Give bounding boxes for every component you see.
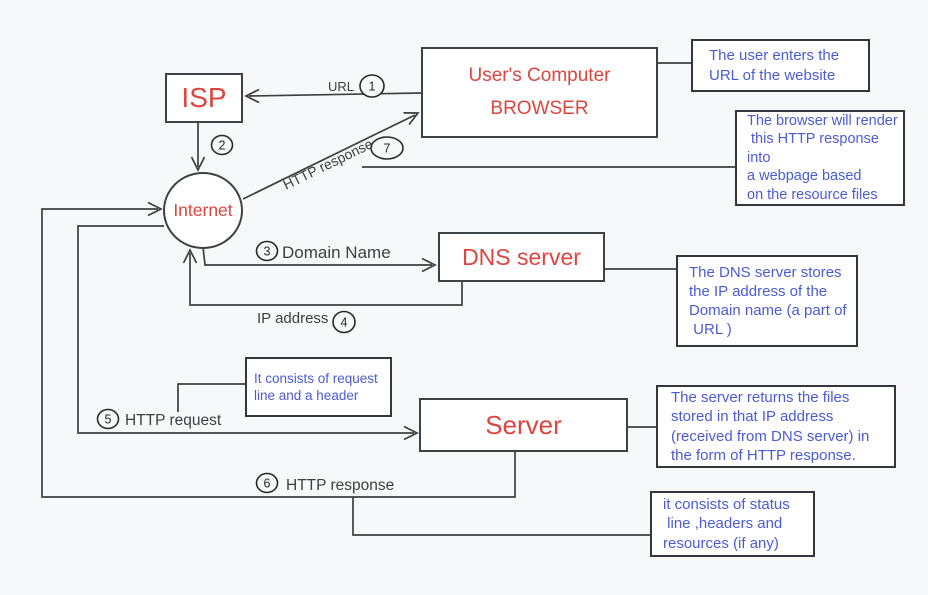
node-server: Server: [419, 398, 628, 452]
step-number: 4: [341, 316, 348, 330]
note-response-parts: it consists of status line ,headers and …: [650, 491, 815, 557]
note-text: The DNS server stores the IP address of …: [689, 263, 847, 339]
note-user-enters-url: The user enters the URL of the website: [691, 39, 870, 92]
step-badge-3: 3: [255, 240, 279, 262]
label-ip-address: IP address: [257, 310, 328, 327]
step-badge-1: 1: [359, 74, 385, 98]
note-text: it consists of status line ,headers and …: [663, 496, 790, 552]
node-browser-subtitle: BROWSER: [490, 98, 589, 120]
label-url: URL: [328, 79, 354, 94]
node-internet-label: Internet: [173, 200, 233, 220]
node-isp-label: ISP: [181, 82, 227, 113]
note-dns-stores: The DNS server stores the IP address of …: [676, 255, 858, 347]
node-dns-server: DNS server: [438, 232, 605, 282]
label-http-response: HTTP response: [286, 477, 394, 494]
arrowhead: [244, 88, 260, 104]
label-http-request: HTTP request: [125, 412, 222, 429]
step-number: 5: [105, 413, 112, 427]
step-badge-4: 4: [332, 310, 356, 334]
edge-http-request: [77, 225, 419, 441]
arrowhead: [147, 201, 163, 217]
step-badge-2: 2: [210, 134, 234, 156]
arrowhead: [182, 248, 198, 264]
step-number: 6: [264, 477, 271, 491]
step-number: 2: [219, 139, 226, 153]
edge-isp-to-internet: [190, 123, 206, 172]
note-server-returns: The server returns the files stored in t…: [656, 385, 896, 468]
node-isp: ISP: [165, 73, 243, 123]
step-number: 7: [384, 142, 391, 156]
edge-ip-address: [182, 248, 463, 306]
label-http-response-diagonal: HTTP response: [280, 135, 375, 192]
note-browser-render: The browser will render this HTTP respon…: [735, 110, 905, 206]
connector-note-response: [352, 497, 650, 536]
node-browser-title: User's Computer: [468, 64, 611, 86]
edge-http-response-to-browser: [242, 112, 420, 200]
step-badge-7: 7: [370, 136, 404, 160]
note-text: The server returns the files stored in t…: [671, 389, 870, 464]
step-number: 3: [264, 245, 271, 259]
arrowhead: [403, 425, 419, 441]
arrowhead: [421, 257, 437, 273]
note-text: It consists of request line and a header: [254, 370, 378, 403]
note-text: The browser will render this HTTP respon…: [747, 112, 898, 203]
note-request-parts: It consists of request line and a header: [245, 357, 392, 417]
connector-note-request: [177, 383, 245, 412]
step-badge-6: 6: [255, 472, 279, 494]
node-internet: Internet: [163, 172, 243, 249]
edge-url-to-isp: [244, 88, 422, 104]
step-badge-5: 5: [96, 408, 120, 430]
step-number: 1: [369, 80, 376, 94]
edge-http-response: [41, 201, 516, 498]
note-text: The user enters the URL of the website: [709, 47, 840, 84]
node-server-label: Server: [485, 409, 562, 440]
node-dns-label: DNS server: [462, 243, 581, 270]
node-browser: User's Computer BROWSER: [421, 47, 658, 138]
arrowhead: [403, 112, 420, 126]
label-domain-name: Domain Name: [282, 243, 391, 262]
edge-domain-name: [202, 246, 437, 273]
arrowhead: [190, 156, 206, 172]
